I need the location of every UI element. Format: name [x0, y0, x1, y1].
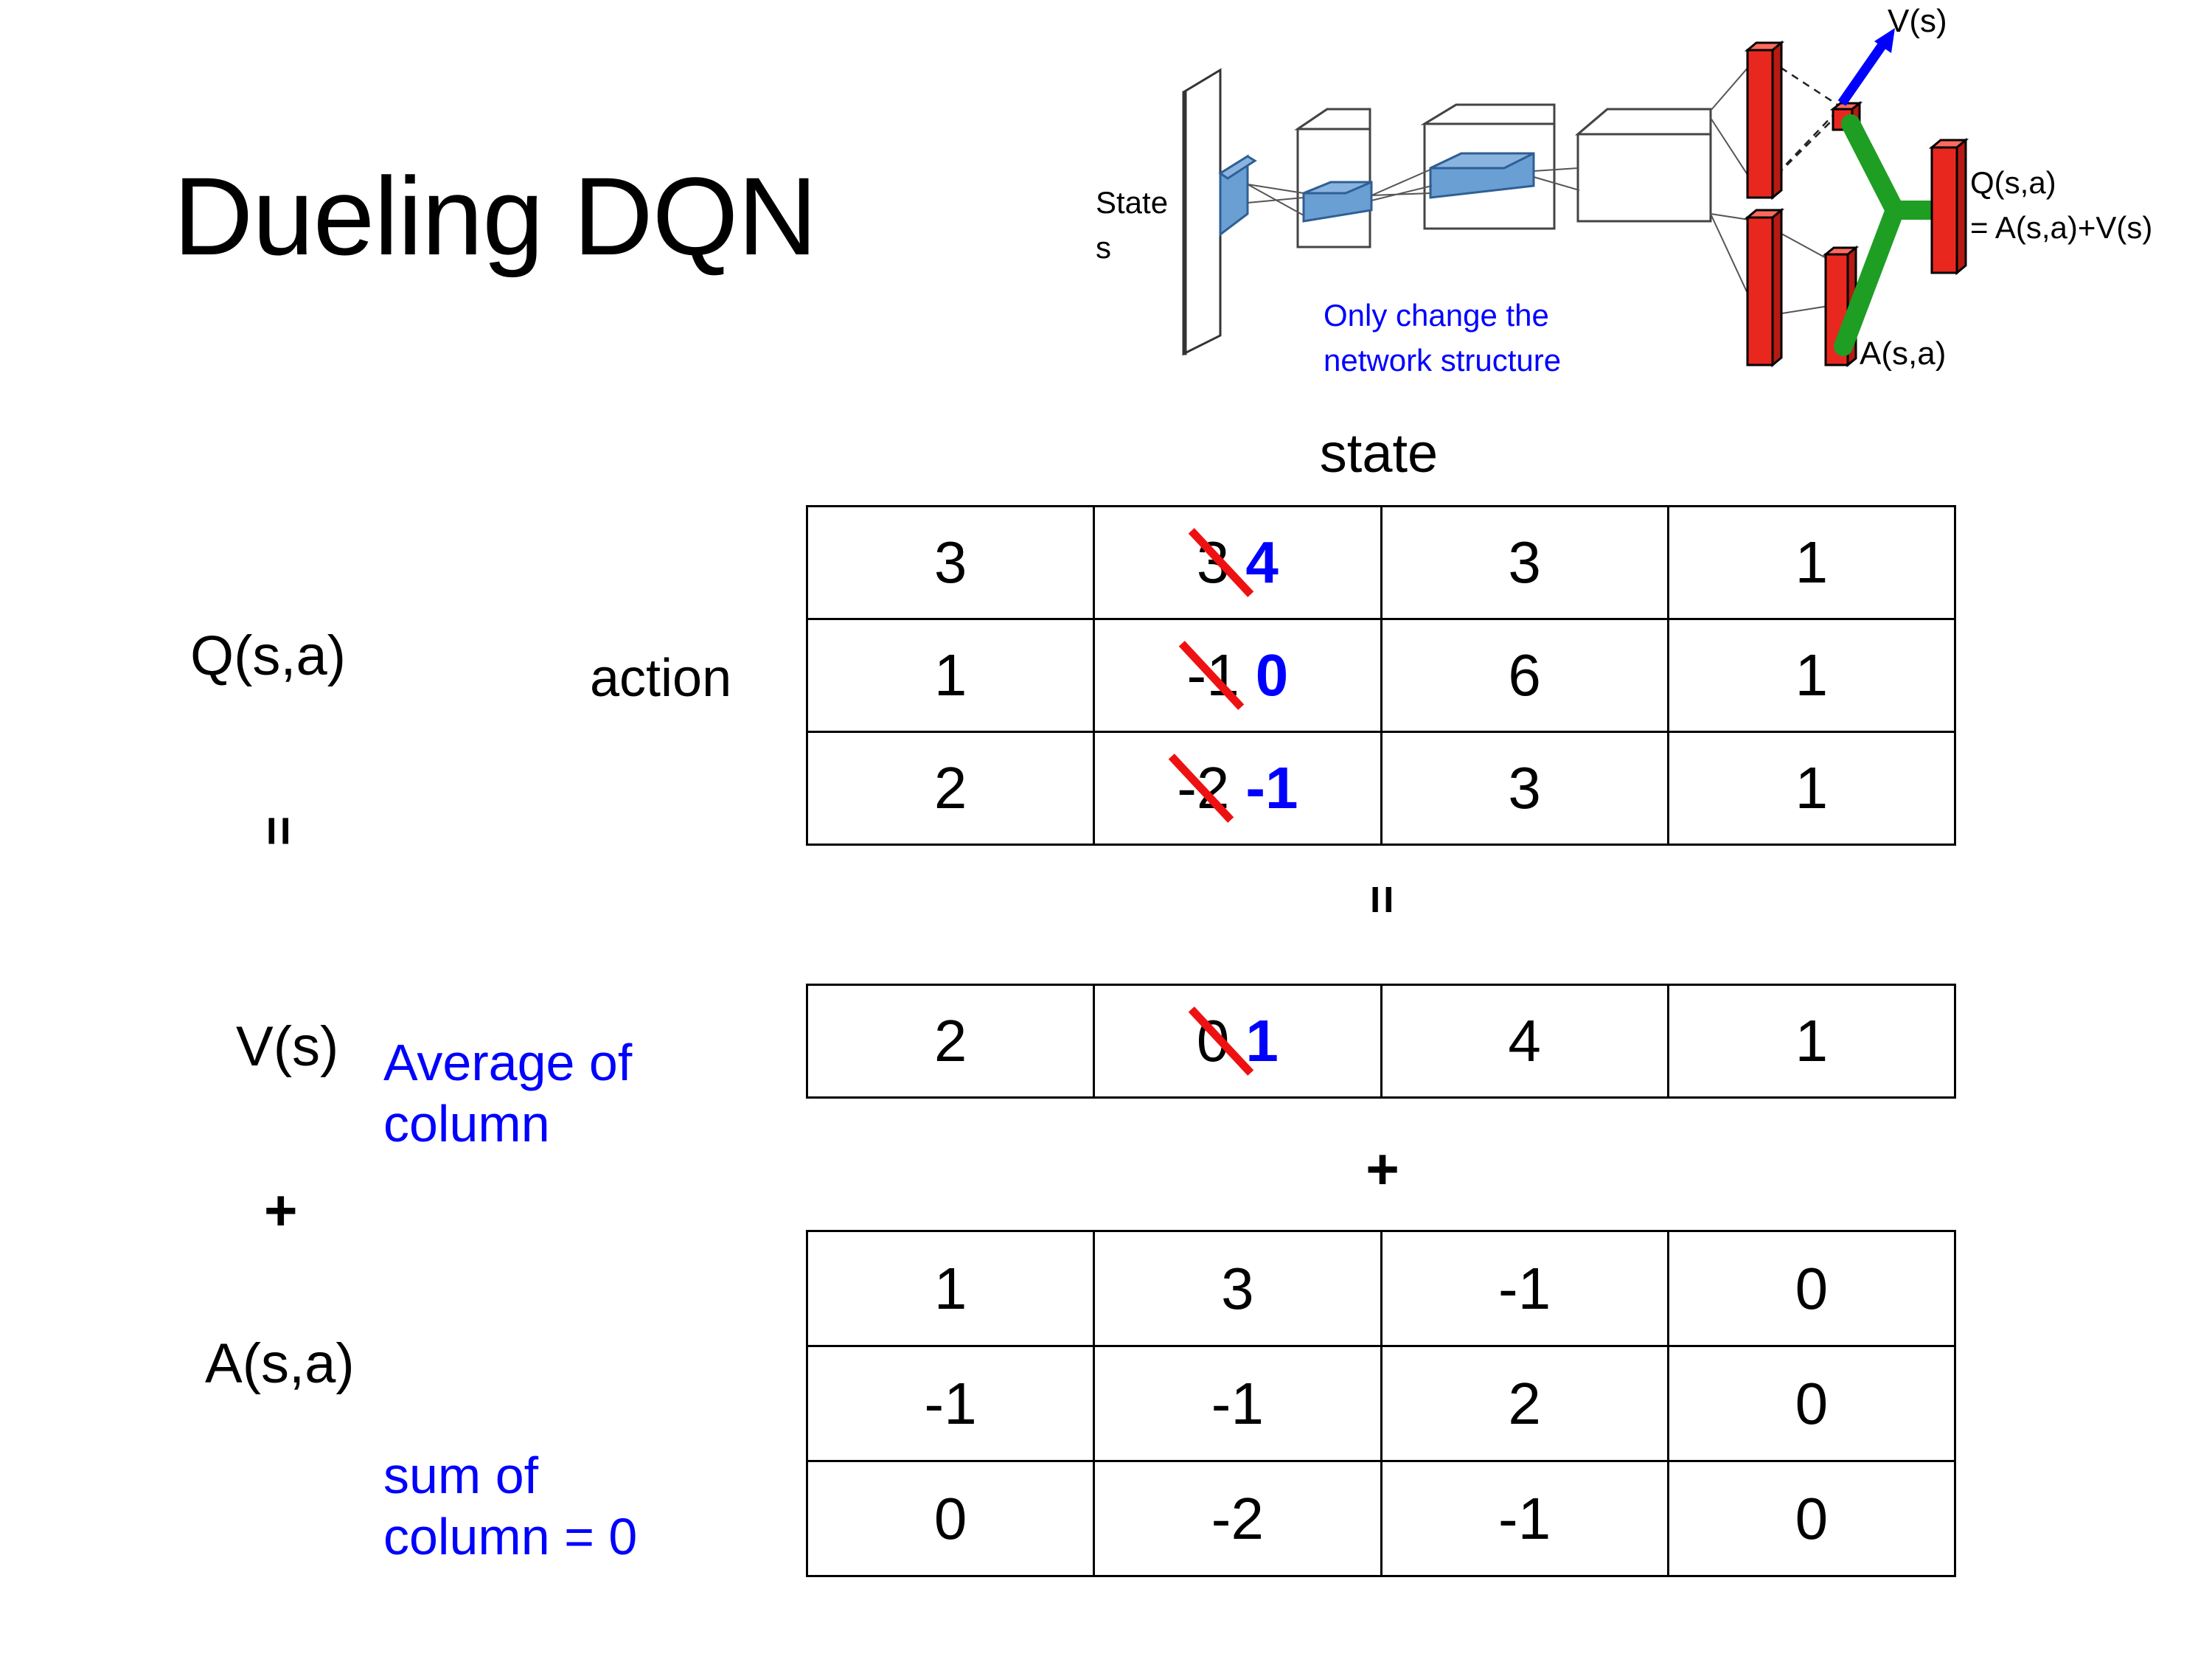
struck-value: 3	[1196, 529, 1230, 595]
v-cell-c3: 1	[1666, 984, 1957, 1099]
q-function-label: Q(s,a)	[190, 625, 347, 687]
diagram-advantage-label: A(s,a)	[1860, 335, 1947, 372]
table-row: 0 -2 -1 0	[805, 1460, 1957, 1577]
a-cell-r2c1: -2	[1093, 1460, 1382, 1577]
advantage-stream-bar-icon	[1744, 207, 1785, 368]
q-cell-r2c1: -2 -1	[1093, 731, 1382, 846]
q-cell-r0c1: 3 4	[1093, 505, 1382, 620]
conv-filter-2-icon	[1429, 152, 1535, 199]
note-average-of-column: Average of column	[383, 1034, 633, 1152]
q-cell-r1c1: -1 0	[1093, 618, 1382, 733]
a-cell-r2c0: 0	[805, 1460, 1096, 1577]
v-function-label: V(s)	[236, 1015, 339, 1078]
a-cell-r0c3: 0	[1666, 1230, 1957, 1347]
input-filter-icon	[1218, 154, 1257, 237]
q-value-table: 3 3 4 3 1 1 -1 0 6 1 2 -2 -1 3 1	[805, 505, 1957, 846]
struck-value: -1	[1186, 642, 1239, 708]
a-cell-r2c3: 0	[1666, 1460, 1957, 1577]
conv-filter-1-icon	[1302, 181, 1373, 223]
table-row: 1 3 -1 0	[805, 1230, 1957, 1347]
page-title: Dueling DQN	[173, 154, 818, 278]
table-row: 2 -2 -1 3 1	[805, 731, 1957, 846]
corrected-value: 1	[1245, 1008, 1279, 1074]
corrected-value: 0	[1255, 642, 1289, 708]
q-cell-r2c0: 2	[805, 731, 1096, 846]
a-cell-r1c0: -1	[805, 1345, 1096, 1462]
aggregation-connector-icon	[1834, 114, 1949, 356]
a-cell-r0c2: -1	[1380, 1230, 1669, 1347]
q-cell-r1c0: 1	[805, 618, 1096, 733]
q-cell-r2c3: 1	[1666, 731, 1957, 846]
v-cell-c2: 4	[1380, 984, 1669, 1099]
table-row: 3 3 4 3 1	[805, 505, 1957, 620]
table-row: 2 0 1 4 1	[805, 984, 1957, 1099]
action-axis-header: action	[590, 649, 732, 708]
plus-operator-left: +	[264, 1178, 298, 1242]
conv-block-1-icon	[1294, 108, 1371, 248]
table-row: -1 -1 2 0	[805, 1345, 1957, 1462]
a-cell-r1c1: -1	[1093, 1345, 1382, 1462]
value-arrow-icon	[1837, 28, 1895, 106]
q-cell-r1c3: 1	[1666, 618, 1957, 733]
q-cell-r1c2: 6	[1380, 618, 1669, 733]
a-cell-r0c1: 3	[1093, 1230, 1382, 1347]
diagram-state-label: State s	[1096, 185, 1169, 265]
equals-operator-middle: =	[1354, 885, 1411, 914]
a-cell-r1c3: 0	[1666, 1345, 1957, 1462]
input-plane-icon	[1182, 68, 1222, 356]
q-cell-r0c0: 3	[805, 505, 1096, 620]
q-cell-r0c3: 1	[1666, 505, 1957, 620]
table-row: 1 -1 0 6 1	[805, 618, 1957, 733]
diagram-q-label: Q(s,a) = A(s,a)+V(s)	[1970, 165, 2153, 245]
a-function-label: A(s,a)	[205, 1332, 355, 1395]
diagram-value-label: V(s)	[1888, 3, 1947, 39]
dueling-network-diagram: State s Only change the network structur…	[1091, 0, 2212, 413]
a-cell-r2c2: -1	[1380, 1460, 1669, 1577]
v-value-table: 2 0 1 4 1	[805, 984, 1957, 1099]
struck-value: -2	[1177, 755, 1230, 821]
v-cell-c0: 2	[805, 984, 1096, 1099]
v-cell-c1: 0 1	[1093, 984, 1382, 1099]
note-sum-of-column: sum of column = 0	[383, 1447, 638, 1565]
plus-operator-middle: +	[1366, 1136, 1399, 1201]
q-output-bar-icon	[1928, 137, 1969, 276]
q-cell-r0c2: 3	[1380, 505, 1669, 620]
corrected-value: -1	[1245, 755, 1298, 821]
diagram-network-note: Only change the network structure	[1324, 298, 1562, 378]
a-value-table: 1 3 -1 0 -1 -1 2 0 0 -2 -1 0	[805, 1230, 1957, 1577]
q-cell-r2c2: 3	[1380, 731, 1669, 846]
equals-operator-left: =	[250, 815, 308, 846]
struck-value: 0	[1196, 1008, 1230, 1074]
state-axis-header: state	[1319, 422, 1439, 484]
conv-block-3-icon	[1574, 108, 1712, 223]
value-stream-bar-icon	[1744, 40, 1785, 201]
a-cell-r0c0: 1	[805, 1230, 1096, 1347]
a-cell-r1c2: 2	[1380, 1345, 1669, 1462]
corrected-value: 4	[1245, 529, 1279, 595]
